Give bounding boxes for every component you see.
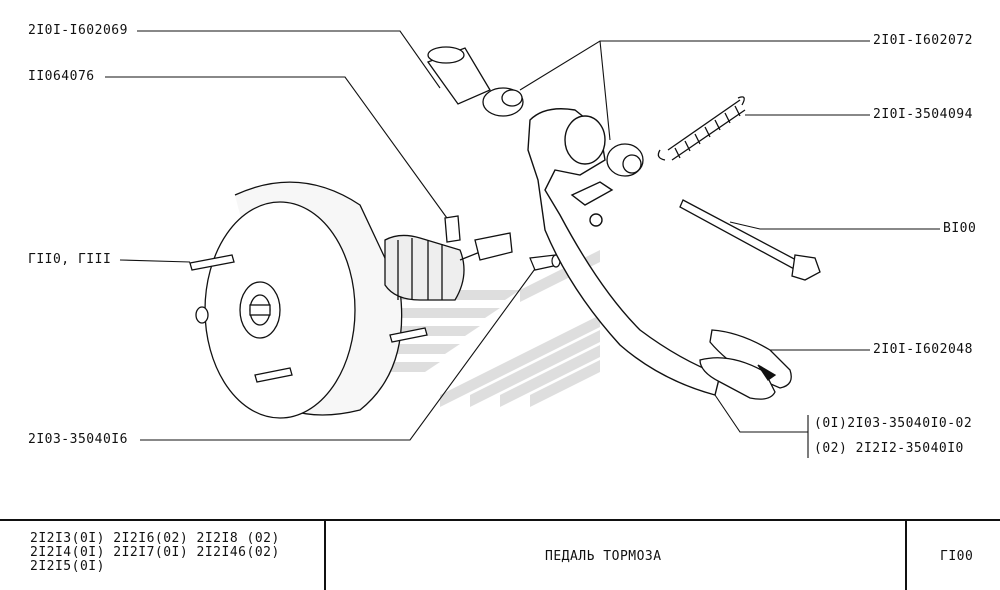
- label-variant-01: (0I)2I03-35040I0-02: [814, 416, 973, 431]
- pedal: [527, 108, 721, 396]
- pedal-pad: [699, 329, 792, 400]
- watermark-logo: [365, 250, 600, 407]
- label-2101-1602069: 2I0I-I602069: [28, 23, 128, 38]
- spring: [657, 96, 746, 161]
- label-variant-02: (02) 2I2I2-35040I0: [814, 441, 964, 456]
- label-2101-1602048: 2I0I-I602048: [873, 342, 973, 357]
- title-block: 2I2I3(0I) 2I2I6(02) 2I2I8 (02) 2I2I4(0I)…: [0, 519, 1000, 590]
- pin: [529, 254, 561, 271]
- label-b100: BI00: [943, 221, 977, 236]
- brake-booster: [189, 181, 513, 419]
- label-g110-g111: ГII0, ГIII: [28, 252, 112, 267]
- page-title: ПЕДАЛЬ ТОРМОЗА: [545, 549, 662, 564]
- model-line-2: 2I2I4(0I) 2I2I7(0I) 2I2I46(02): [30, 545, 280, 560]
- label-2101-1602072: 2I0I-I602072: [873, 33, 973, 48]
- model-line-3: 2I2I5(0I): [30, 559, 105, 574]
- bushings: [426, 46, 644, 177]
- label-11064076: II064076: [28, 69, 95, 84]
- title-block-top-border: [0, 519, 1000, 521]
- title-block-divider-left: [324, 519, 326, 590]
- model-line-1: 2I2I3(0I) 2I2I6(02) 2I2I8 (02): [30, 531, 280, 546]
- page-code: ГI00: [940, 549, 974, 564]
- leader-lines: [105, 30, 940, 458]
- bolt: [679, 199, 821, 281]
- title-block-divider-right: [905, 519, 907, 590]
- label-2103-3504016: 2I03-35040I6: [28, 432, 128, 447]
- brake-pedal-diagram: [105, 30, 940, 458]
- label-2101-3504094: 2I0I-3504094: [873, 107, 973, 122]
